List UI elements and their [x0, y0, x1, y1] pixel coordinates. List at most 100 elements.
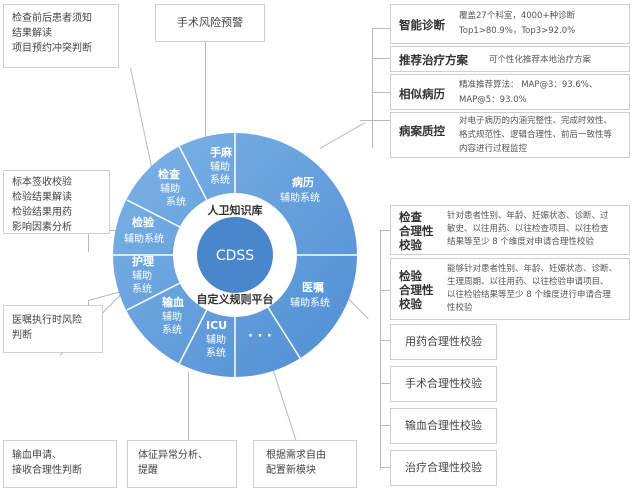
- bottom-box-transfusion: 输血申请、 接收合理性判断: [3, 440, 117, 488]
- text-line: 医嘱执行时风险: [12, 315, 82, 326]
- right-box-similar-records: 相似病历 精准推荐算法： MAP@3：93.6%、 MAP@5：93.0%: [390, 74, 630, 110]
- box-desc-group: 能够针对患者性别、年龄、妊娠状态、诊断、 生理周期、以往用药、以往检验申请项目、…: [447, 263, 617, 315]
- seg-shouma-title: 手麻: [210, 145, 233, 159]
- connector: [372, 58, 392, 59]
- box-desc: 能够针对患者性别、年龄、妊娠状态、诊断、: [447, 264, 618, 274]
- text-line: 影响因素分析: [12, 222, 72, 233]
- right-box-lab-check: 检验 合理性 校验 能够针对患者性别、年龄、妊娠状态、诊断、 生理周期、以往用药…: [390, 258, 630, 320]
- connector: [380, 230, 381, 470]
- right-box-transfusion: 输血合理性校验: [390, 408, 497, 444]
- box-desc: 结果等至少 8 个维度对申请合理性校验: [447, 237, 594, 247]
- left-box-exam: 检查前后患者须知 结果解读 项目预约冲突判断: [3, 4, 119, 68]
- right-box-treatment-plan: 推荐治疗方案 可个性化推荐本地治疗方案: [390, 46, 630, 72]
- seg-bingli-l1: 辅助系统: [280, 191, 320, 204]
- box-title: 合理性: [399, 224, 434, 238]
- box-title: 校验: [399, 238, 422, 252]
- seg-jiancha-l2: 系统: [166, 195, 186, 208]
- text-line: 提醒: [138, 465, 158, 476]
- box-title: 检验: [399, 269, 422, 283]
- left-box-order: 医嘱执行时风险 判断: [3, 305, 103, 353]
- bottom-box-vitals: 体征异常分析、 提醒: [127, 440, 237, 488]
- box-label: 治疗合理性校验: [405, 461, 482, 474]
- connector: [188, 372, 189, 440]
- seg-jiancha-l1: 辅助: [160, 182, 180, 195]
- box-title-group: 检验 合理性 校验: [399, 269, 434, 311]
- right-box-surgery: 手术合理性校验: [390, 366, 497, 402]
- connector: [372, 92, 392, 93]
- box-desc: 生理周期、以往用药、以往检验申请项目、: [447, 277, 609, 287]
- text-line: 手术风险预警: [177, 16, 243, 29]
- seg-icu-l1: 辅助: [206, 333, 226, 346]
- connector: [372, 28, 373, 148]
- seg-jianyan-l1: 辅助系统: [124, 232, 164, 245]
- right-box-treatment: 治疗合理性校验: [390, 450, 497, 486]
- connector: [380, 290, 390, 291]
- box-desc: 以往检验结果等至少 8 个维度进行申请合理: [447, 290, 611, 300]
- seg-shouma-l1: 辅助: [210, 160, 230, 173]
- box-desc: 覆盖27个科室，4000+种诊断: [459, 11, 576, 21]
- seg-huli-l1: 辅助: [132, 269, 152, 282]
- box-label: 用药合理性校验: [405, 335, 482, 348]
- box-title: 智能诊断: [399, 18, 445, 32]
- right-box-quality-control: 病案质控 对电子病历的内涵完整性、完成时效性、 格式规范性、逻辑合理性、前后一致…: [390, 112, 630, 158]
- text-line: 接收合理性判断: [12, 465, 82, 476]
- box-desc: 敏史、以往用药、以往检查项目、以往检查: [447, 224, 609, 234]
- box-desc: 精准推荐算法： MAP@3：93.6%、: [459, 80, 598, 90]
- box-desc: 针对患者性别、年龄、妊娠状态、诊断、过: [447, 211, 609, 221]
- box-title: 合理性: [399, 283, 434, 297]
- box-desc: 性校验: [447, 303, 473, 313]
- connector: [88, 232, 89, 252]
- seg-shuxue-l2: 系统: [162, 323, 182, 336]
- center-label: CDSS: [216, 248, 254, 264]
- box-title: 相似病历: [399, 87, 445, 101]
- right-box-drug: 用药合理性校验: [390, 324, 497, 360]
- seg-shouma-l2: 系统: [210, 173, 230, 186]
- seg-bingli-title: 病历: [292, 175, 314, 189]
- connector: [380, 230, 390, 231]
- box-title: 检查: [399, 210, 422, 224]
- connector: [372, 28, 392, 29]
- seg-huli-title: 护理: [132, 254, 154, 268]
- box-title: 校验: [399, 297, 422, 311]
- connector: [380, 383, 390, 384]
- connector: [360, 120, 390, 121]
- text-line: 标本签收校验: [12, 177, 72, 188]
- box-desc: 格式规范性、逻辑合理性、前后一致性等: [459, 130, 613, 140]
- cdss-wheel: CDSS 人卫知识库 自定义规则平台 手麻 辅助 系统 检查 辅助 系统 检验 …: [113, 133, 357, 377]
- box-label: 手术合理性校验: [405, 377, 482, 390]
- box-label: 输血合理性校验: [405, 419, 482, 432]
- seg-icu-l2: 系统: [206, 346, 226, 359]
- text-line: 判断: [12, 330, 32, 341]
- seg-huli-l2: 系统: [132, 282, 152, 295]
- text-line: 检验结果用药: [12, 207, 72, 218]
- box-desc: MAP@5：93.0%: [459, 95, 527, 105]
- left-box-lab: 标本签收校验 检验结果解读 检验结果用药 影响因素分析: [3, 170, 110, 234]
- connector: [380, 340, 390, 341]
- text-line: 配置新模块: [266, 465, 316, 476]
- top-box-surgery-risk: 手术风险预警: [155, 4, 265, 42]
- seg-icu-title: ICU: [206, 319, 227, 332]
- seg-dots: · · ·: [248, 329, 272, 344]
- text-line: 结果解读: [12, 28, 52, 39]
- text-line: 项目预约冲突判断: [12, 43, 92, 54]
- connector: [205, 42, 206, 142]
- seg-shuxue-l1: 辅助: [162, 310, 182, 323]
- box-desc: 对电子病历的内涵完整性、完成时效性、: [459, 116, 613, 126]
- box-title: 推荐治疗方案: [399, 53, 468, 67]
- right-box-exam-check: 检查 合理性 校验 针对患者性别、年龄、妊娠状态、诊断、过 敏史、以往用药、以往…: [390, 205, 630, 255]
- box-title-group: 检查 合理性 校验: [399, 210, 434, 252]
- seg-yizhu-title: 医嘱: [302, 281, 324, 294]
- box-title: 病案质控: [399, 124, 445, 138]
- seg-yizhu-l1: 辅助系统: [290, 296, 330, 309]
- box-desc-group: 针对患者性别、年龄、妊娠状态、诊断、过 敏史、以往用药、以往检查项目、以往检查 …: [447, 210, 609, 249]
- box-desc: 内容进行过程监控: [459, 144, 528, 154]
- bottom-box-custom: 根据需求自由 配置新模块: [253, 440, 357, 488]
- seg-jiancha-title: 检查: [158, 167, 180, 181]
- text-line: 检查前后患者须知: [12, 13, 92, 24]
- wheel-center: [197, 217, 273, 293]
- ring-top-label: 人卫知识库: [208, 203, 263, 217]
- seg-jianyan-title: 检验: [132, 215, 155, 229]
- connector: [380, 467, 390, 468]
- text-line: 检验结果解读: [12, 192, 72, 203]
- text-line: 输血申请、: [12, 450, 62, 461]
